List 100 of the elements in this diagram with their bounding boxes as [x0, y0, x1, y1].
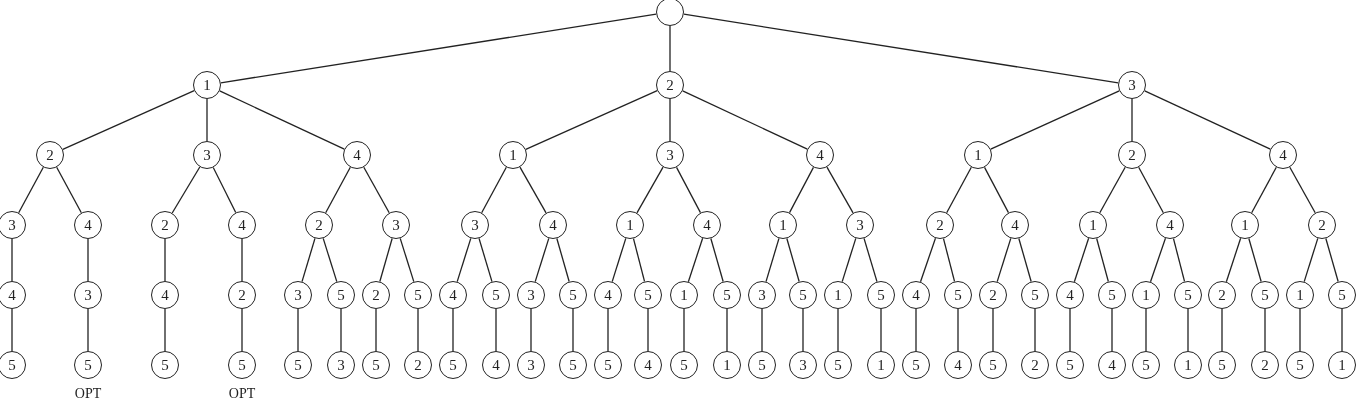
tree-edge	[761, 308, 763, 352]
tree-edge	[212, 166, 237, 214]
tree-edge	[1225, 237, 1242, 283]
tree-node: 5	[1098, 281, 1126, 309]
tree-edge	[1138, 166, 1164, 214]
tree-edge	[87, 308, 89, 352]
tree-edge	[669, 25, 671, 72]
tree-edge	[669, 98, 671, 142]
tree-node: 1	[499, 141, 527, 169]
tree-edge	[682, 90, 808, 150]
tree-node: 4	[1156, 211, 1184, 239]
tree-node: 4	[1001, 211, 1029, 239]
tree-node: 5	[74, 351, 102, 379]
tree-node: 4	[1056, 281, 1084, 309]
tree-node: 5	[1328, 281, 1356, 309]
tree-node: 5	[594, 351, 622, 379]
tree-node: 3	[0, 211, 26, 239]
tree-edge	[915, 308, 917, 352]
tree-node: 3	[193, 141, 221, 169]
tree-edge	[683, 13, 1119, 84]
tree-edge	[942, 237, 956, 283]
tree-node: 2	[1251, 351, 1279, 379]
tree-edge	[375, 308, 377, 352]
tree-node: 5	[327, 281, 355, 309]
tree-node: 4	[151, 281, 179, 309]
tree-edge	[11, 238, 13, 282]
tree-edge	[11, 308, 13, 352]
tree-edge	[919, 237, 937, 283]
tree-edge	[456, 237, 472, 283]
tree-edge	[164, 238, 166, 282]
tree-node: 5	[362, 351, 390, 379]
tree-node: 2	[979, 281, 1007, 309]
tree-node: 1	[713, 351, 741, 379]
tree-edge	[786, 237, 800, 283]
tree-edge	[556, 237, 570, 283]
tree-edge	[946, 166, 972, 214]
tree-edge	[379, 237, 393, 283]
tree-node: 1	[1328, 351, 1356, 379]
tree-node: 5	[867, 281, 895, 309]
tree-edge	[726, 308, 728, 352]
tree-node: 1	[616, 211, 644, 239]
tree-node: 4	[693, 211, 721, 239]
tree-node: 1	[964, 141, 992, 169]
optimal-label: OPT	[74, 386, 102, 402]
tree-node: 4	[74, 211, 102, 239]
tree-node: 5	[439, 351, 467, 379]
tree-node: 5	[151, 351, 179, 379]
tree-node: 1	[1286, 281, 1314, 309]
tree-edge	[1251, 166, 1277, 214]
tree-edge	[322, 237, 338, 283]
tree-edge	[990, 90, 1120, 150]
tree-edge	[534, 237, 550, 283]
tree-edge	[957, 308, 959, 352]
tree-node: 1	[1231, 211, 1259, 239]
tree-node: 3	[748, 281, 776, 309]
tree-edge	[802, 308, 804, 352]
tree-edge	[863, 237, 878, 283]
tree-edge	[164, 308, 166, 352]
tree-edge	[607, 308, 609, 352]
tree-node: 5	[634, 281, 662, 309]
tree-node: 2	[362, 281, 390, 309]
tree-node: 1	[670, 281, 698, 309]
tree-node: 1	[867, 351, 895, 379]
tree-edge	[171, 166, 201, 214]
tree-node: 3	[789, 351, 817, 379]
tree-node: 2	[305, 211, 333, 239]
tree-node: 1	[1132, 281, 1160, 309]
tree-node: 5	[284, 351, 312, 379]
tree-edge	[611, 237, 627, 283]
tree-edge	[1145, 308, 1147, 352]
tree-node: 3	[461, 211, 489, 239]
tree-edge	[687, 237, 704, 283]
tree-edge	[519, 166, 547, 214]
tree-edge	[1099, 166, 1126, 214]
tree-edge	[297, 308, 299, 352]
tree-node: 4	[902, 281, 930, 309]
tree-node: 5	[1286, 351, 1314, 379]
tree-edge	[992, 308, 994, 352]
tree-edge	[683, 308, 685, 352]
tree-node: 4	[343, 141, 371, 169]
tree-edge	[788, 166, 815, 214]
tree-edge	[1289, 166, 1316, 214]
tree-node: 5	[404, 281, 432, 309]
tree-node: 5	[824, 351, 852, 379]
tree-edge	[1248, 237, 1262, 283]
tree-node: 2	[926, 211, 954, 239]
tree-edge	[219, 90, 345, 150]
tree-edge	[241, 308, 243, 352]
tree-node: 5	[670, 351, 698, 379]
tree-node: 5	[713, 281, 741, 309]
tree-node: 3	[846, 211, 874, 239]
tree-edge	[56, 166, 82, 214]
tree-edge	[1018, 237, 1032, 283]
tree-node: 5	[1251, 281, 1279, 309]
tree-node: 5	[559, 281, 587, 309]
tree-node: 5	[559, 351, 587, 379]
tree-node: 4	[482, 351, 510, 379]
tree-node: 4	[1269, 141, 1297, 169]
tree-edge	[1131, 98, 1133, 142]
tree-node: 1	[824, 281, 852, 309]
